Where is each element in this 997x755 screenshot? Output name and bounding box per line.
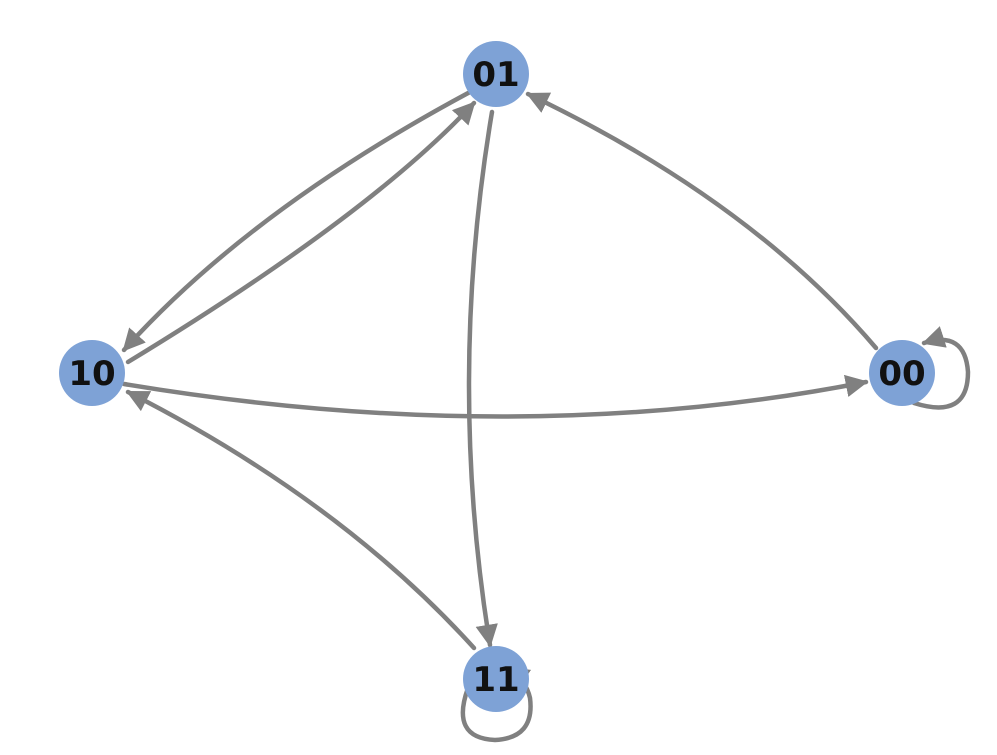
edge-01-to-10: [121, 89, 473, 353]
node-label-10: 10: [68, 354, 115, 394]
node-01[interactable]: 01: [463, 41, 529, 107]
node-11[interactable]: 11: [463, 646, 529, 712]
edge-00-to-01: [525, 91, 879, 351]
edge-11-to-10: [125, 389, 477, 651]
edge-10-to-00: [121, 374, 869, 419]
edges-layer: [121, 89, 971, 743]
node-label-11: 11: [472, 660, 519, 700]
edge-01-to-11: [466, 109, 498, 648]
edge-00-self-loop: [911, 326, 971, 410]
node-00[interactable]: 00: [869, 340, 935, 406]
node-label-01: 01: [472, 55, 519, 95]
node-label-00: 00: [878, 354, 925, 394]
nodes-layer: 01 10 00 11: [59, 41, 935, 712]
node-10[interactable]: 10: [59, 340, 125, 406]
edge-10-to-01: [125, 100, 477, 365]
